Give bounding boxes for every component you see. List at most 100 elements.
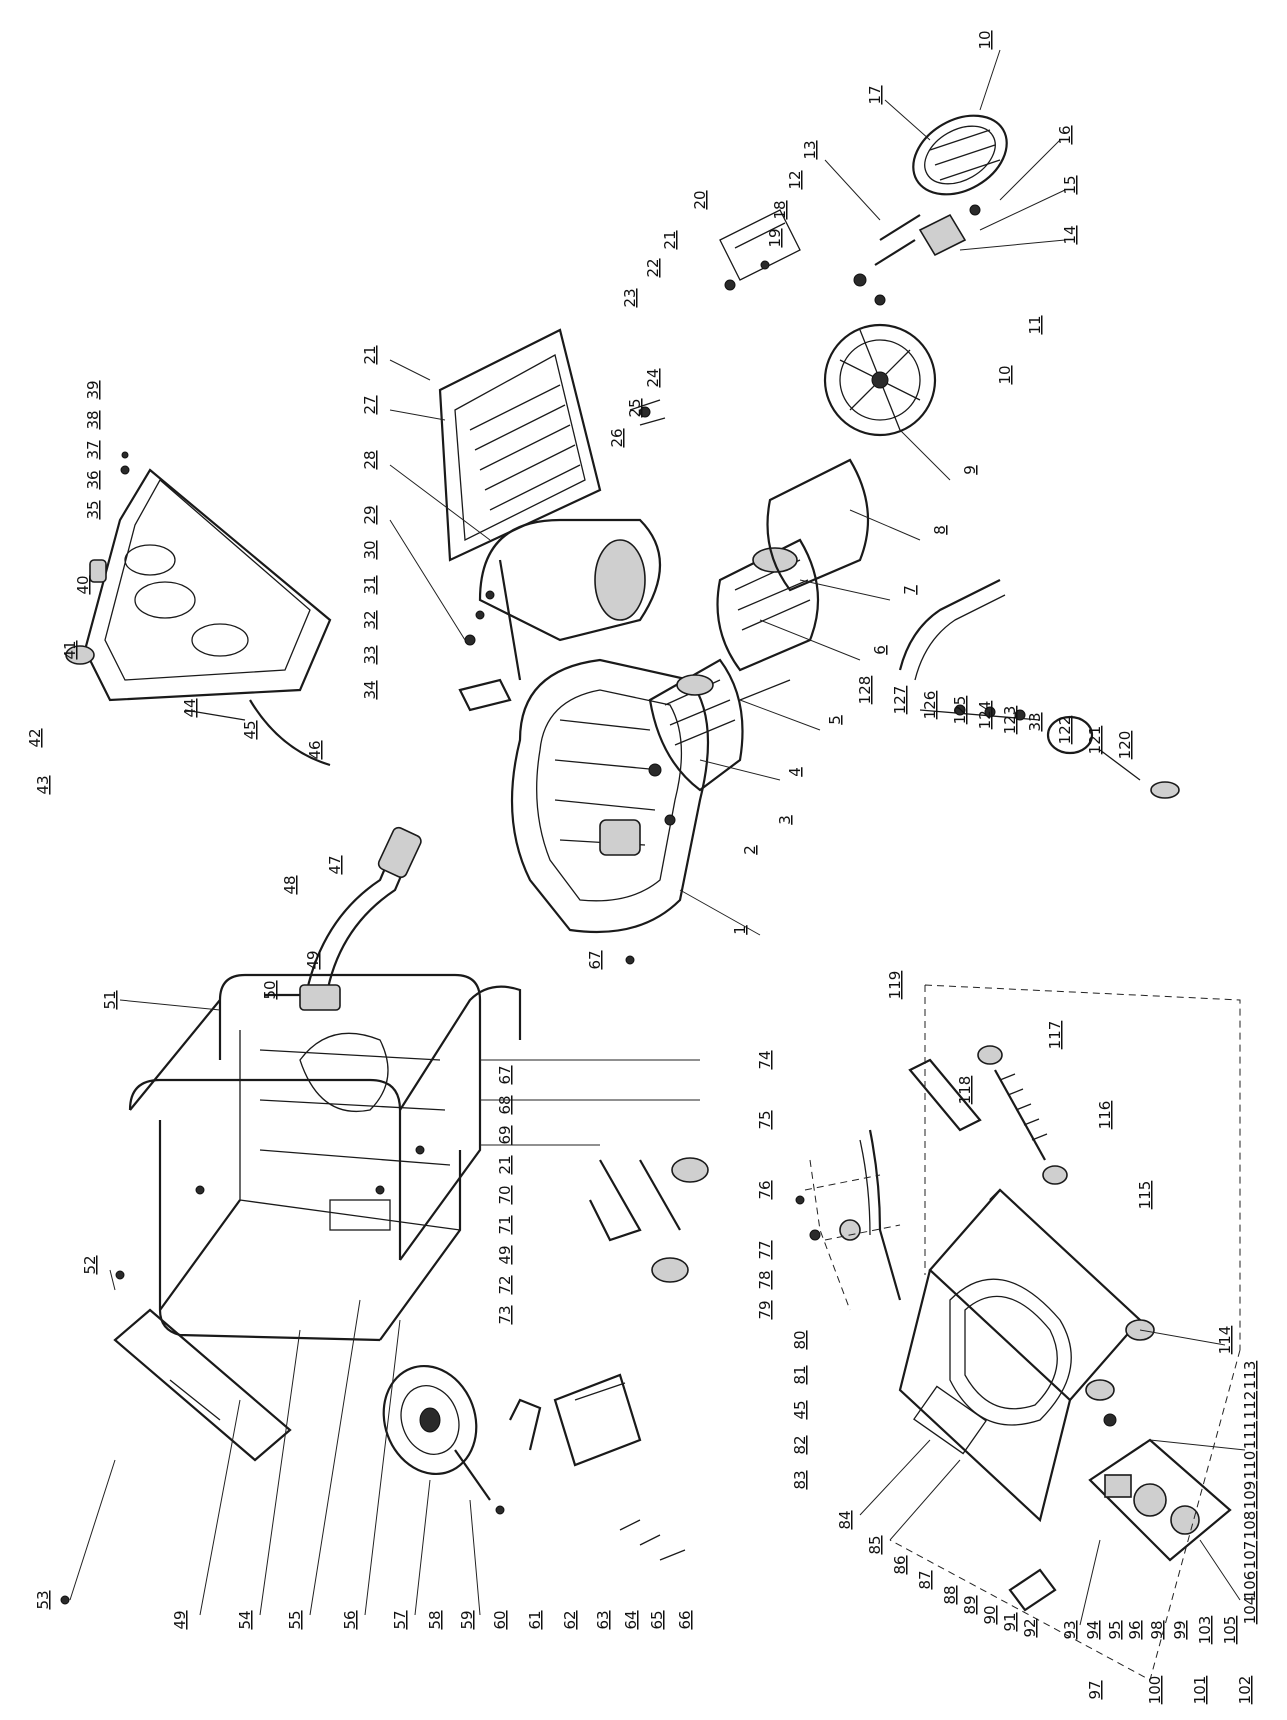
callout-75: 75 (756, 1110, 774, 1129)
callout-72: 72 (496, 1275, 514, 1294)
callout-94: 94 (1084, 1620, 1102, 1639)
callout-10: 10 (976, 30, 994, 49)
callout-41: 41 (61, 640, 79, 659)
callout-4: 4 (786, 767, 804, 777)
rear-small-parts (719, 204, 981, 306)
callout-60: 60 (491, 1610, 509, 1629)
callout-81: 81 (791, 1365, 809, 1384)
callout-59: 59 (458, 1610, 476, 1629)
callout-69: 69 (496, 1125, 514, 1144)
callout-71: 71 (496, 1215, 514, 1234)
callout-98: 98 (1148, 1620, 1166, 1639)
callout-37: 37 (84, 440, 102, 459)
callout-85: 85 (866, 1535, 884, 1554)
callout-29: 29 (361, 505, 379, 524)
callout-23: 23 (621, 288, 639, 307)
callout-73: 73 (496, 1305, 514, 1324)
callout-67: 67 (586, 950, 604, 969)
callout-16: 16 (1056, 125, 1074, 144)
callout-10: 10 (996, 365, 1014, 384)
callout-21: 21 (496, 1155, 514, 1174)
stator (716, 538, 820, 672)
callout-90: 90 (981, 1605, 999, 1624)
side-panel (60, 1270, 292, 1605)
coil-parts (977, 1045, 1068, 1185)
callout-5: 5 (826, 715, 844, 725)
callout-45: 45 (791, 1400, 809, 1419)
callout-66: 66 (676, 1610, 694, 1629)
callout-84: 84 (836, 1510, 854, 1529)
callout-91: 91 (1001, 1612, 1019, 1631)
callout-33: 33 (361, 645, 379, 664)
callout-26: 26 (608, 428, 626, 447)
callout-109: 109 (1241, 1481, 1259, 1510)
callout-18: 18 (771, 200, 789, 219)
callout-107: 107 (1241, 1541, 1259, 1570)
callout-2: 2 (741, 845, 759, 855)
engine (510, 658, 710, 965)
callout-63: 63 (594, 1610, 612, 1629)
callout-124: 124 (976, 701, 994, 730)
fuel-line-assembly (898, 579, 1180, 799)
callout-58: 58 (426, 1610, 444, 1629)
fuel-tank (65, 451, 332, 767)
callout-106: 106 (1241, 1571, 1259, 1600)
callout-64: 64 (622, 1610, 640, 1629)
callout-110: 110 (1241, 1451, 1259, 1480)
callout-99: 99 (1171, 1620, 1189, 1639)
callout-100: 100 (1146, 1676, 1164, 1705)
callout-127: 127 (891, 686, 909, 715)
callout-121: 121 (1086, 726, 1104, 755)
callout-108: 108 (1241, 1511, 1259, 1540)
stator-cover (766, 458, 870, 592)
callout-6: 6 (871, 645, 889, 655)
callout-67: 67 (496, 1065, 514, 1084)
callout-32: 32 (361, 610, 379, 629)
callout-30: 30 (361, 540, 379, 559)
callout-40: 40 (74, 575, 92, 594)
callout-115: 115 (1136, 1181, 1154, 1210)
callout-65: 65 (648, 1610, 666, 1629)
callout-96: 96 (1126, 1620, 1144, 1639)
callout-95: 95 (1106, 1620, 1124, 1639)
fuel-hose (795, 1058, 982, 1311)
callout-74: 74 (756, 1050, 774, 1069)
callout-82: 82 (791, 1435, 809, 1454)
callout-97: 97 (1086, 1680, 1104, 1699)
callout-31: 31 (361, 575, 379, 594)
end-bracket (823, 323, 937, 437)
callout-35: 35 (84, 500, 102, 519)
callout-52: 52 (81, 1255, 99, 1274)
callout-113: 113 (1241, 1361, 1259, 1390)
callout-61: 61 (526, 1610, 544, 1629)
callout-68: 68 (496, 1095, 514, 1114)
callout-56: 56 (341, 1610, 359, 1629)
callout-62: 62 (561, 1610, 579, 1629)
feet (480, 1059, 709, 1283)
callout-50: 50 (261, 980, 279, 999)
callout-89: 89 (961, 1595, 979, 1614)
callout-54: 54 (236, 1610, 254, 1629)
callout-111: 111 (1241, 1421, 1259, 1450)
callout-43: 43 (34, 775, 52, 794)
callout-21: 21 (361, 345, 379, 364)
callout-78: 78 (756, 1270, 774, 1289)
callout-93: 93 (1061, 1620, 1079, 1639)
callout-9: 9 (961, 465, 979, 475)
callout-13: 13 (801, 140, 819, 159)
callout-123: 123 (1001, 706, 1019, 735)
callout-117: 117 (1046, 1021, 1064, 1050)
callout-45: 45 (241, 720, 259, 739)
callout-83: 83 (791, 1470, 809, 1489)
callout-14: 14 (1061, 225, 1079, 244)
callout-102: 102 (1236, 1676, 1254, 1705)
callout-116: 116 (1096, 1101, 1114, 1130)
callout-128: 128 (856, 676, 874, 705)
callout-105: 105 (1221, 1616, 1239, 1645)
fuel-valve-parts (458, 559, 522, 712)
callout-55: 55 (286, 1610, 304, 1629)
callout-46: 46 (306, 740, 324, 759)
callout-1: 1 (731, 925, 749, 935)
